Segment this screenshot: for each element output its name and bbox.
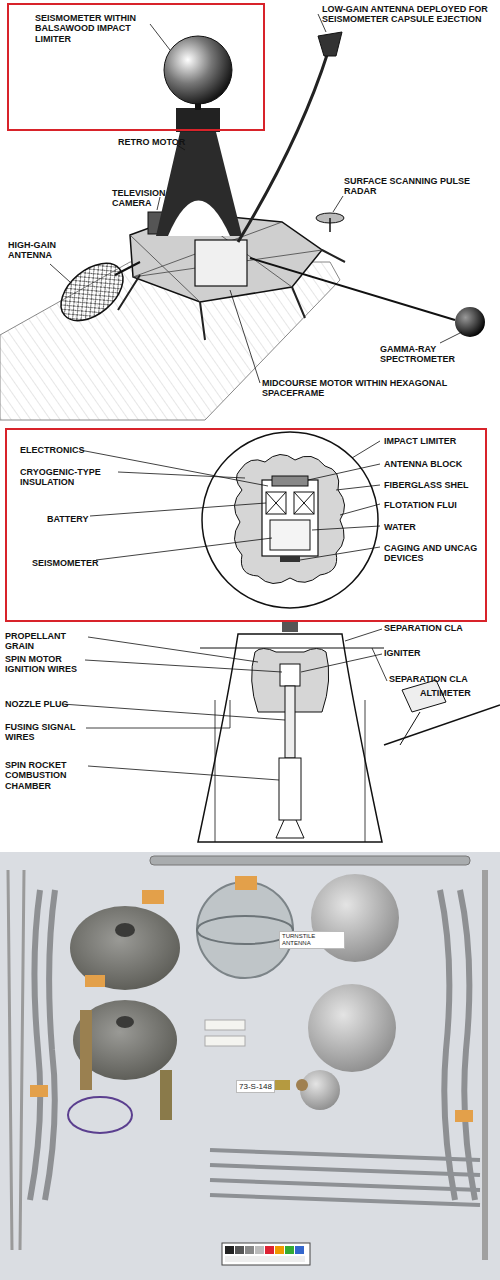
highlight-box: SEISMOMETER WITHIN BALSAWOOD IMPACT LIMI… [7,3,265,131]
part-label: CAGING AND UNCAG DEVICES [384,543,484,564]
part-label: GAMMA-RAY SPECTROMETER [380,344,470,365]
part-label: MIDCOURSE MOTOR WITHIN HEXAGONAL SPACEFR… [262,378,462,399]
part-label: SPIN MOTOR IGNITION WIRES [5,654,95,675]
part-label: ELECTRONICS [20,445,85,455]
part-label: BATTERY [47,514,89,524]
part-label: LOW-GAIN ANTENNA DEPLOYED FOR SEISMOMETE… [322,4,494,25]
part-label: IMPACT LIMITER [384,436,456,446]
part-label: SEISMOMETER [32,558,99,568]
part-label: ANTENNA BLOCK [384,459,462,469]
part-label: FIBERGLASS SHEL [384,480,469,490]
highlight-box: ELECTRONICS CRYOGENIC-TYPE INSULATION BATT… [5,428,487,622]
specimen-tag: 73-S-148 [236,1080,275,1093]
part-label: SPIN ROCKET COMBUSTION CHAMBER [5,760,95,791]
part-label: SEISMOMETER WITHIN BALSAWOOD IMPACT LIMI… [35,13,159,44]
part-label: PROPELLANT GRAIN [5,631,95,652]
part-label: SEPARATION CLA [384,623,463,633]
part-label: NOZZLE PLUG [5,699,69,709]
part-label: SURFACE SCANNING PULSE RADAR [344,176,474,197]
part-label: RETRO MOTOR [118,137,185,147]
part-label: SEPARATION CLA [389,674,468,684]
part-label: HIGH-GAIN ANTENNA [8,240,68,261]
part-label: CRYOGENIC-TYPE INSULATION [20,467,130,488]
part-label: TELEVISION CAMERA [112,188,172,209]
specimen-tag: TURNSTILE ANTENNA [279,931,345,949]
part-label: WATER [384,522,416,532]
part-label: IGNITER [384,648,421,658]
part-label: FUSING SIGNAL WIRES [5,722,95,743]
part-label: FLOTATION FLUI [384,500,457,510]
part-label: ALTIMETER [420,688,471,698]
